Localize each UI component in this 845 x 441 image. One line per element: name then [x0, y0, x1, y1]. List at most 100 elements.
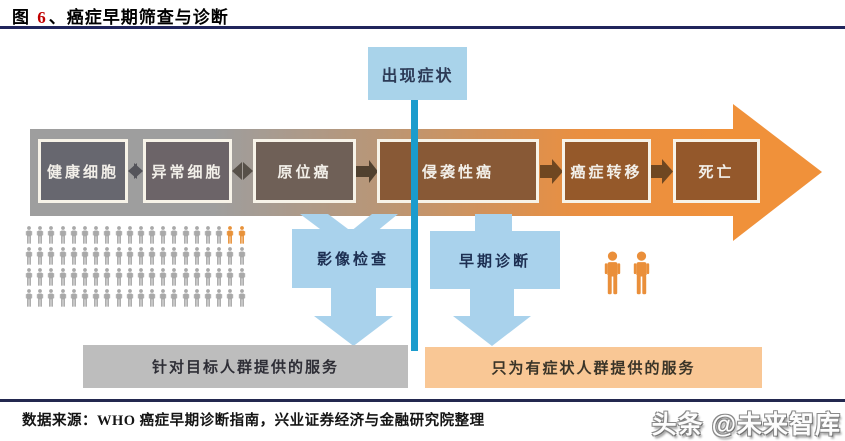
person-icon [158, 247, 168, 265]
down-arrow-icon [314, 288, 393, 346]
person-icon [237, 247, 247, 265]
person-icon [91, 289, 101, 307]
target-population-service-bar: 针对目标人群提供的服务 [83, 345, 408, 388]
person-icon [114, 289, 124, 307]
person-icon [169, 289, 179, 307]
person-icon [80, 268, 90, 286]
person-icon [203, 247, 213, 265]
person-icon [169, 268, 179, 286]
person-icon [136, 289, 146, 307]
person-icon [35, 247, 45, 265]
bottom-rule [0, 399, 845, 402]
person-icon [102, 289, 112, 307]
stage-abnormal-cells: 异常细胞 [143, 139, 232, 203]
person-icon [147, 226, 157, 244]
person-icon [158, 268, 168, 286]
person-icon [147, 247, 157, 265]
person-icon [158, 289, 168, 307]
person-icon [46, 247, 56, 265]
person-icon [147, 268, 157, 286]
watermark: 头条 @未来智库 [651, 411, 841, 439]
person-icon [136, 268, 146, 286]
stage-label: 健康细胞 [46, 163, 119, 181]
person-icon [147, 289, 157, 307]
person-icon [225, 226, 235, 244]
person-icon [192, 289, 202, 307]
figure-title-text: 、癌症早期筛查与诊断 [48, 8, 229, 27]
person-icon [169, 226, 179, 244]
person-icon [181, 289, 191, 307]
person-icon [114, 268, 124, 286]
person-icon [102, 226, 112, 244]
person-icon [114, 226, 124, 244]
person-icon [136, 247, 146, 265]
stage-label: 异常细胞 [151, 163, 224, 181]
person-icon [80, 247, 90, 265]
person-icon [69, 289, 79, 307]
person-icon [80, 289, 90, 307]
person-icon [35, 226, 45, 244]
person-icon [46, 289, 56, 307]
data-source: 数据来源：WHO 癌症早期诊断指南，兴业证券经济与金融研究院整理 [22, 413, 485, 429]
person-icon [35, 289, 45, 307]
figure-title-prefix: 图 [12, 8, 36, 27]
person-icon [225, 289, 235, 307]
person-icon [237, 289, 247, 307]
person-icon [225, 247, 235, 265]
person-icon [69, 226, 79, 244]
person-icon [214, 268, 224, 286]
person-icon [114, 247, 124, 265]
stage-label: 癌症转移 [570, 163, 643, 181]
person-icon [203, 226, 213, 244]
stage-label: 死亡 [698, 163, 735, 181]
top-rule [0, 26, 845, 29]
crowd-grid [24, 226, 248, 310]
person-icon [181, 268, 191, 286]
person-icon [125, 289, 135, 307]
person-icon [225, 268, 235, 286]
service-early-diagnosis-box: 早期诊断 [430, 231, 560, 289]
stage-carcinoma-in-situ: 原位癌 [253, 139, 356, 203]
stage-invasive-cancer: 侵袭性癌 [377, 139, 539, 203]
stage-label: 原位癌 [277, 163, 332, 181]
figure-number: 6 [37, 8, 47, 27]
service-imaging-box: 影像检查 [292, 229, 414, 288]
person-icon [181, 247, 191, 265]
service-label: 影像检查 [316, 251, 389, 268]
person-icon [58, 226, 68, 244]
person-icon [125, 268, 135, 286]
symptomatic-population-service-bar: 只为有症状人群提供的服务 [425, 347, 762, 388]
person-icon [203, 268, 213, 286]
stage-metastasis: 癌症转移 [562, 139, 651, 203]
person-icon [601, 250, 624, 296]
stage-label: 侵袭性癌 [421, 163, 494, 181]
down-arrow-icon [453, 289, 531, 346]
person-icon [46, 268, 56, 286]
person-icon [91, 247, 101, 265]
person-icon [214, 289, 224, 307]
person-icon [58, 268, 68, 286]
symptomatic-pair [601, 250, 653, 296]
figure-title: 图 6、癌症早期筛查与诊断 [12, 3, 229, 28]
person-icon [125, 226, 135, 244]
person-icon [237, 268, 247, 286]
person-icon [58, 289, 68, 307]
person-icon [24, 247, 34, 265]
person-icon [24, 289, 34, 307]
person-icon [237, 226, 247, 244]
person-icon [91, 226, 101, 244]
person-icon [91, 268, 101, 286]
bar-label: 针对目标人群提供的服务 [151, 359, 339, 376]
symptom-onset-box: 出现症状 [368, 47, 467, 100]
symptom-timeline-divider [411, 100, 418, 351]
person-icon [46, 226, 56, 244]
person-icon [192, 268, 202, 286]
person-icon [35, 268, 45, 286]
person-icon [136, 226, 146, 244]
stage-death: 死亡 [673, 139, 760, 203]
person-icon [102, 247, 112, 265]
service-label: 早期诊断 [458, 252, 531, 270]
person-icon [125, 247, 135, 265]
person-icon [192, 247, 202, 265]
